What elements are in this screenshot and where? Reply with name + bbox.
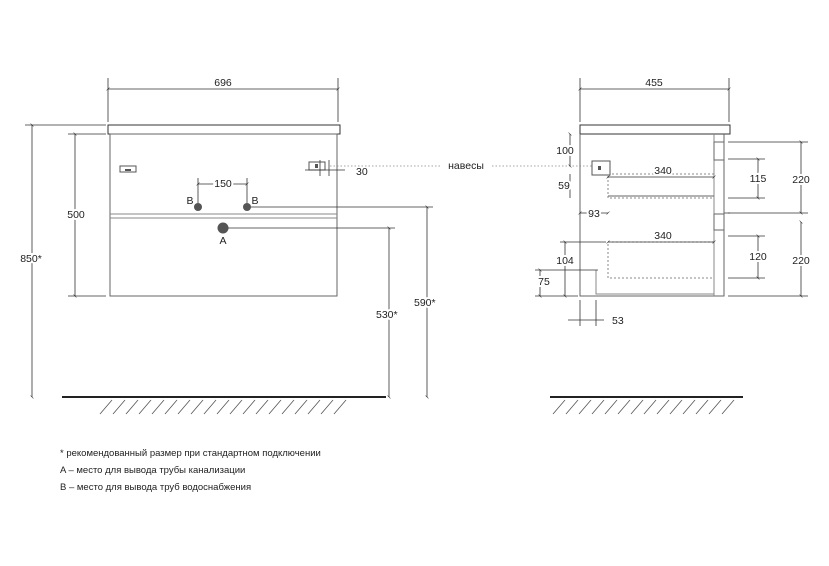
front-hinge-left: [119, 165, 137, 173]
label-point-b-right: B: [251, 195, 258, 207]
side-upper-drawer: [607, 173, 715, 199]
note-point-a: A – место для вывода трубы канализации: [60, 465, 246, 476]
pipe-b-left-point: [194, 203, 202, 211]
dim-pipe-spacing: 150: [214, 178, 232, 190]
pipe-a-point: [217, 222, 229, 234]
label-hinges: навесы: [448, 160, 484, 172]
dim-front-height: 500: [67, 209, 85, 221]
front-view: [107, 124, 341, 297]
front-floor: [62, 396, 386, 415]
dim-front-width: 696: [214, 77, 232, 89]
dim-pipe-a-height: 530*: [376, 309, 398, 321]
note-point-b: B – место для вывода труб водоснабжения: [60, 482, 252, 493]
side-dimension-lines: [535, 78, 808, 326]
dim-pipe-b-height: 590*: [414, 297, 436, 309]
dim-cutout-upper: 104: [556, 255, 574, 267]
front-dimension-lines: [25, 78, 433, 399]
dim-drawer-inner-top: 115: [750, 173, 767, 185]
side-lower-drawer: [607, 241, 715, 279]
label-point-a: A: [219, 235, 226, 247]
dim-side-depth: 455: [645, 77, 663, 89]
dim-cutout-top: 59: [558, 180, 570, 192]
dim-wall-offset: 53: [612, 315, 624, 327]
dim-total-height: 850*: [20, 253, 42, 265]
dim-drawer-front-bottom: 220: [792, 255, 810, 267]
dim-drawer-inner-bottom: 120: [749, 251, 767, 263]
dim-drawer-front-top: 220: [792, 174, 810, 186]
front-cabinet-body: [109, 133, 338, 297]
side-view: [579, 124, 731, 297]
note-recommended: * рекомендованный размер при стандартном…: [60, 448, 321, 459]
dim-drawer-depth-bottom: 340: [654, 230, 672, 242]
notes-block: * рекомендованный размер при стандартном…: [60, 445, 321, 496]
dim-cutout-lower: 75: [538, 276, 550, 288]
label-point-b-left: B: [186, 195, 193, 207]
side-cutout: [595, 270, 714, 295]
dim-drawer-depth-top: 340: [654, 165, 672, 177]
pipe-b-right-point: [243, 203, 251, 211]
side-countertop: [579, 124, 731, 135]
dim-hinge-offset: 30: [356, 166, 368, 178]
front-countertop: [107, 124, 341, 135]
side-floor: [550, 396, 743, 415]
dim-hinge-top: 100: [556, 145, 574, 157]
side-cabinet-outline: [579, 134, 725, 297]
dim-cutout-depth: 93: [588, 208, 600, 220]
